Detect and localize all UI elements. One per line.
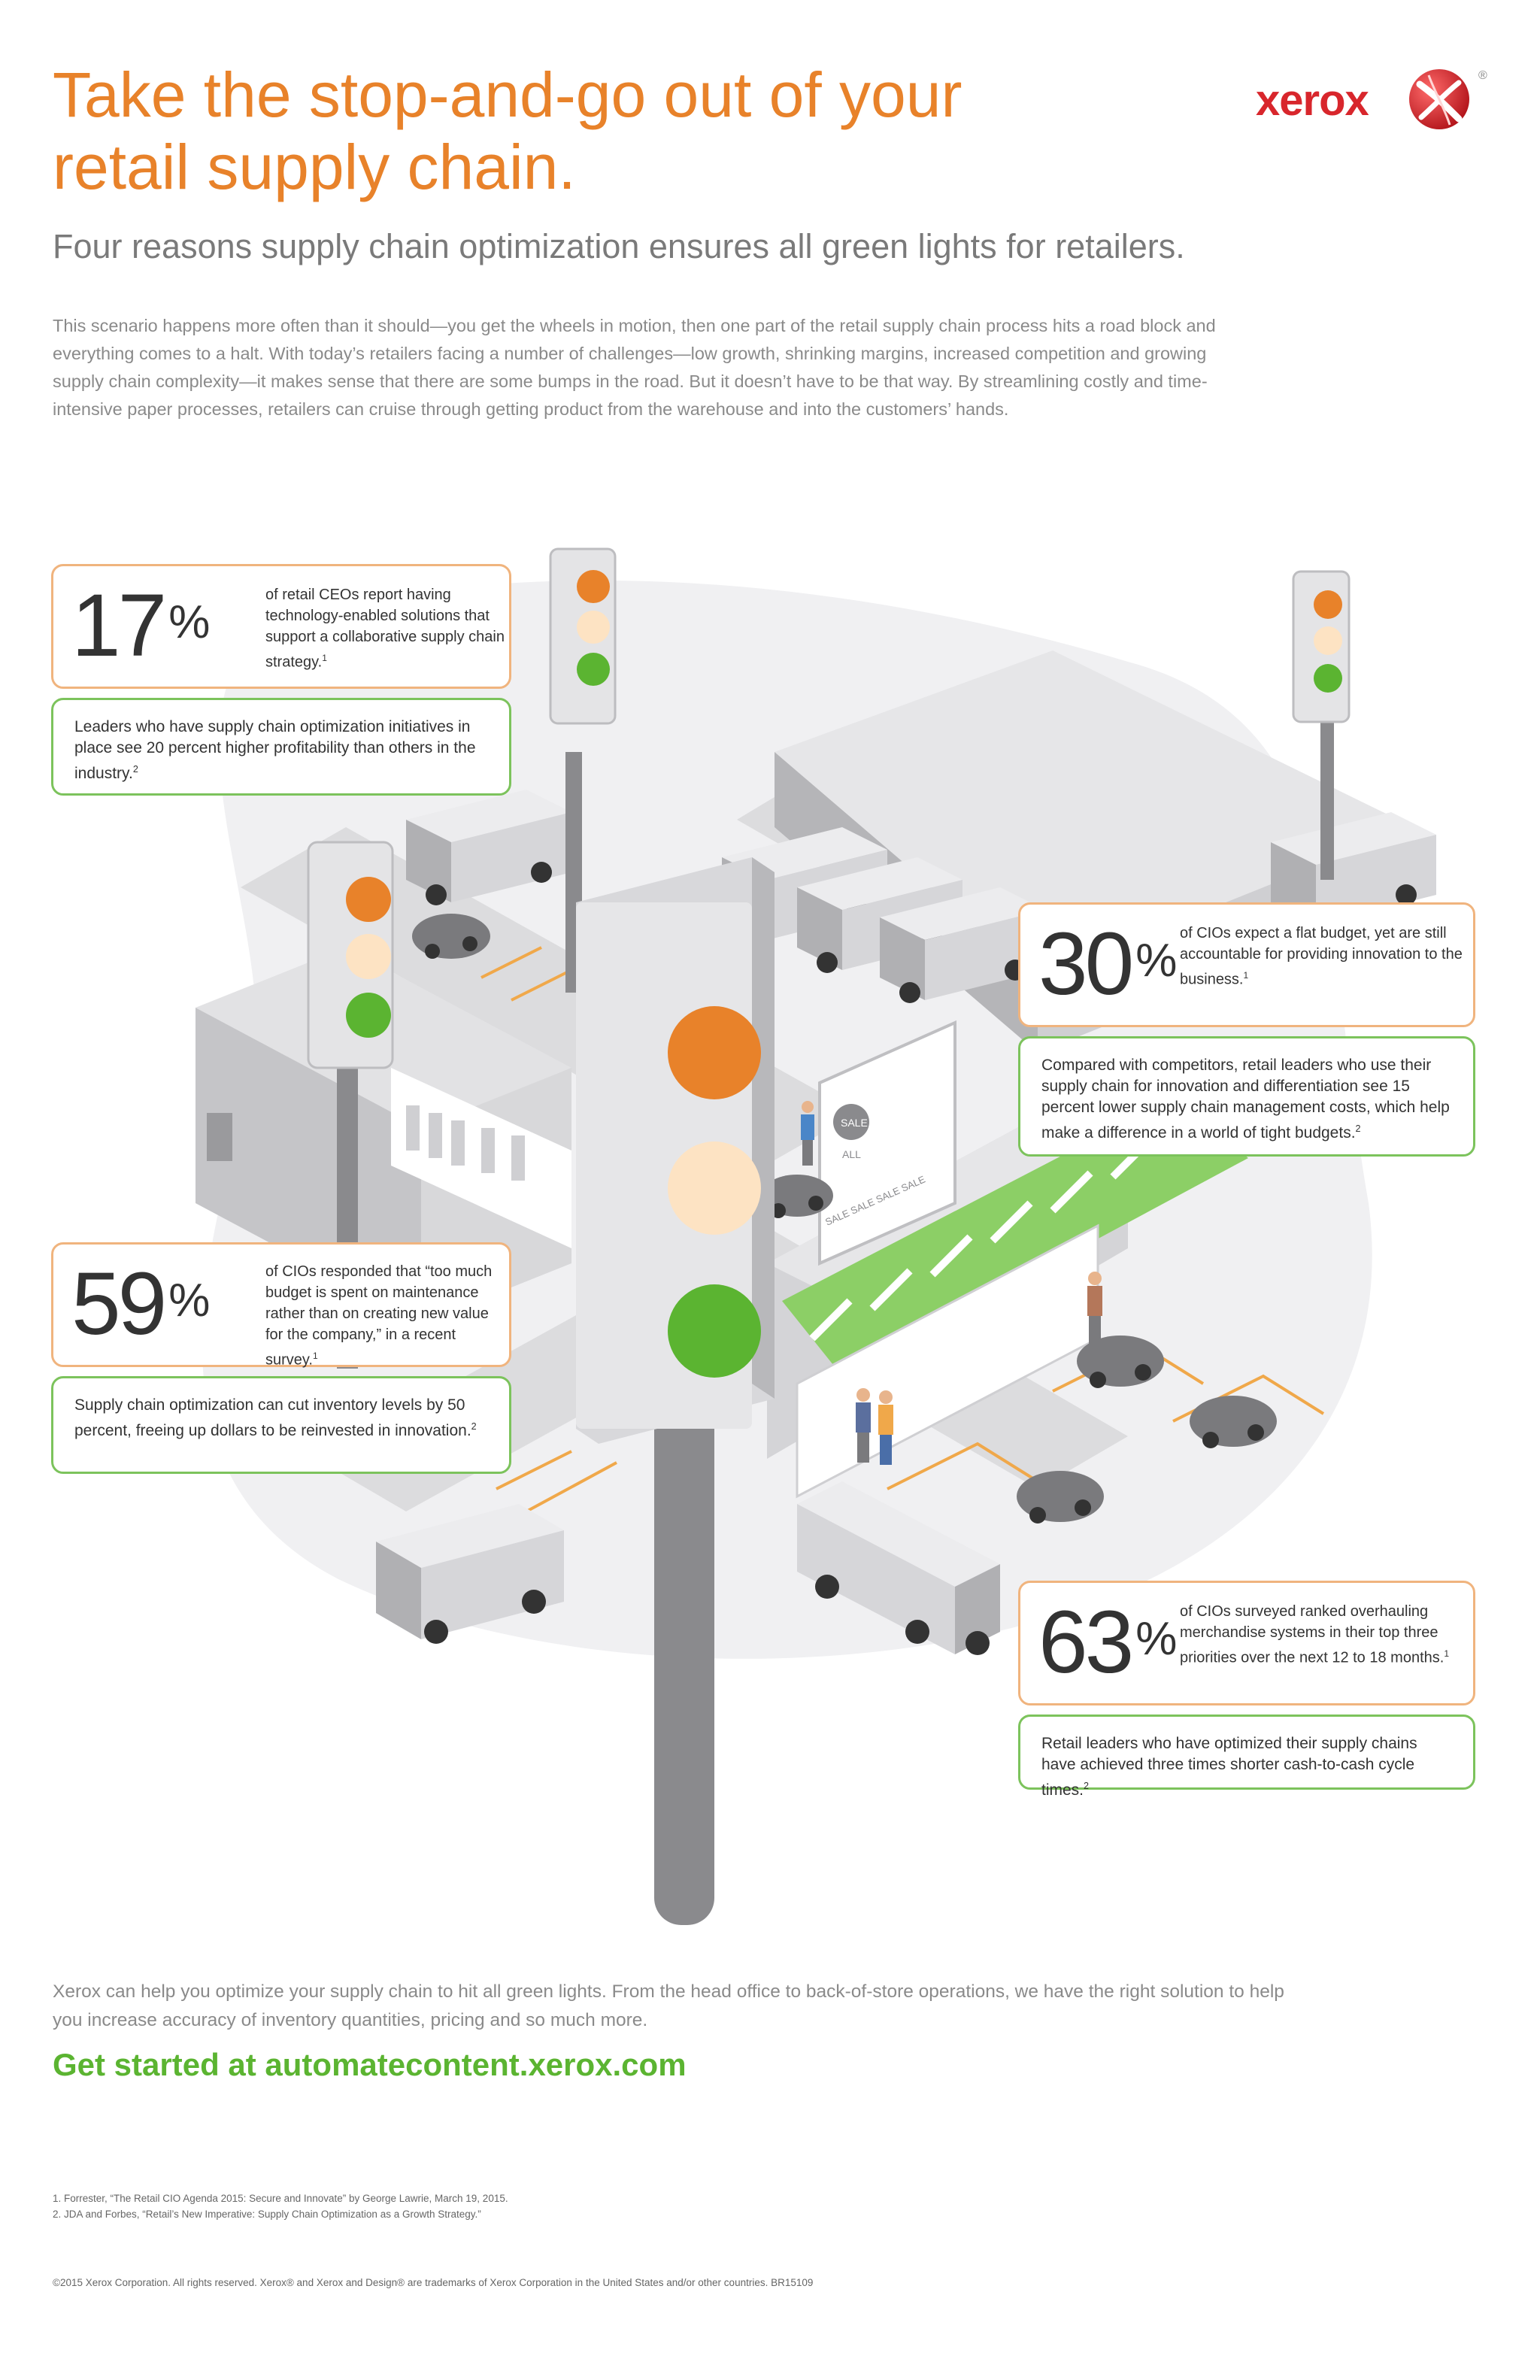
- stat-card-59: 59% of CIOs responded that “too much bud…: [51, 1242, 511, 1369]
- title-line-1: Take the stop-and-go out of your: [53, 59, 962, 130]
- sale-badge-icon: [833, 1104, 869, 1140]
- truck-icons: [376, 790, 1436, 1655]
- sale-sign-sub: ALL: [842, 1148, 861, 1160]
- traffic-light-top-center: [549, 547, 617, 993]
- detail-card-59: Supply chain optimization can cut invent…: [51, 1376, 511, 1474]
- page-title: Take the stop-and-go out of your retail …: [53, 59, 1181, 203]
- cta-link[interactable]: Get started at automatecontent.xerox.com: [53, 2047, 687, 2082]
- page-subtitle: Four reasons supply chain optimization e…: [53, 227, 1185, 265]
- stat-card-17: 17% of retail CEOs report having technol…: [51, 564, 511, 689]
- traffic-light-top-right: [1292, 570, 1351, 880]
- closing-paragraph: Xerox can help you optimize your supply …: [53, 1981, 1284, 2030]
- truck-icon: [797, 1481, 1000, 1655]
- legal-notice: ©2015 Xerox Corporation. All rights rese…: [53, 2277, 814, 2288]
- stat-number: 63%: [1038, 1593, 1178, 1692]
- detail-card-17: Leaders who have supply chain optimizati…: [51, 698, 511, 796]
- detail-card-30: Compared with competitors, retail leader…: [1018, 1036, 1475, 1157]
- stat-text: of retail CEOs report having technology-…: [265, 587, 505, 671]
- footnote-2: 2. JDA and Forbes, “Retail’s New Imperat…: [53, 2209, 481, 2220]
- detail-card-63: Retail leaders who have optimized their …: [1018, 1715, 1475, 1799]
- detail-text: Retail leaders who have optimized their …: [1041, 1735, 1417, 1799]
- stat-text: of CIOs expect a flat budget, yet are st…: [1180, 925, 1463, 988]
- truck-icon: [406, 790, 571, 905]
- intro-paragraph: This scenario happens more often than it…: [53, 316, 1216, 419]
- shopper-icon: [801, 1101, 814, 1166]
- shopper-icon: [878, 1390, 893, 1465]
- car-icon: [1017, 1471, 1104, 1524]
- stat-number: 17%: [71, 576, 211, 675]
- detail-text: Compared with competitors, retail leader…: [1041, 1057, 1450, 1141]
- shopper-figures: [801, 1101, 1102, 1465]
- stat-number: 30%: [1038, 914, 1178, 1014]
- truck-icon: [376, 1504, 564, 1644]
- truck-icon: [880, 887, 1045, 1003]
- stat-text: of CIOs responded that “too much budget …: [265, 1263, 493, 1369]
- car-icon: [412, 914, 490, 959]
- car-icons: [412, 914, 1277, 1524]
- stat-number: 59%: [71, 1254, 211, 1354]
- detail-text: Leaders who have supply chain optimizati…: [74, 718, 476, 782]
- title-line-2: retail supply chain.: [53, 132, 576, 202]
- stat-text: of CIOs surveyed ranked overhauling merc…: [1180, 1603, 1449, 1666]
- logo-wordmark: xerox: [1256, 76, 1369, 125]
- registered-mark: ®: [1478, 69, 1487, 82]
- xerox-sphere-icon: [1409, 69, 1469, 129]
- detail-text: Supply chain optimization can cut invent…: [74, 1396, 477, 1439]
- stat-card-30: 30% of CIOs expect a flat budget, yet ar…: [1018, 902, 1475, 1027]
- shopper-icon: [1087, 1272, 1102, 1346]
- stat-card-63: 63% of CIOs surveyed ranked overhauling …: [1018, 1581, 1475, 1705]
- xerox-logo: xerox ®: [1256, 66, 1496, 141]
- footnote-1: 1. Forrester, “The Retail CIO Agenda 201…: [53, 2193, 508, 2204]
- sale-billboard: SALE ALL SALE SALE SALE SALE: [818, 1020, 956, 1266]
- sale-sign-label: SALE: [841, 1117, 868, 1129]
- car-icon: [1190, 1396, 1277, 1448]
- shopper-icon: [856, 1388, 871, 1463]
- car-icon: [1077, 1336, 1164, 1388]
- traffic-light-main: [576, 857, 775, 1925]
